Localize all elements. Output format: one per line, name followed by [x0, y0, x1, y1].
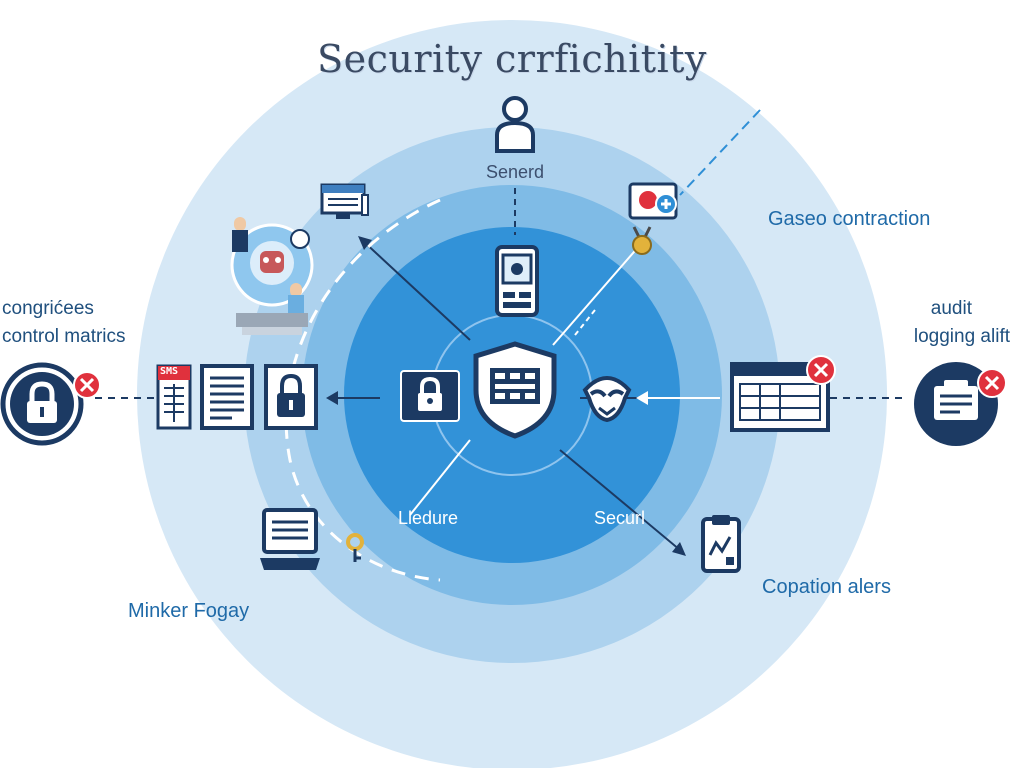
server-icon: [156, 364, 192, 430]
padlock-icon[interactable]: [398, 368, 462, 424]
top-node-label: Senerd: [485, 162, 545, 182]
arrow-head-right: [636, 391, 648, 405]
robot-icon[interactable]: [222, 215, 322, 340]
right-label-top: audit: [930, 298, 972, 319]
left-label-bottom: control matrics: [2, 326, 126, 347]
arrow-head-left: [326, 391, 338, 405]
monitor-card-icon[interactable]: [320, 183, 370, 223]
phone-icon[interactable]: [494, 244, 540, 318]
sms-tag: SMS: [160, 366, 179, 377]
inner-right-label: Securl: [594, 508, 646, 528]
shield-icon[interactable]: [470, 340, 560, 440]
mask-icon[interactable]: [579, 368, 635, 424]
lock-badge-icon[interactable]: [0, 362, 90, 446]
arrow-head-lower-right: [672, 542, 686, 556]
laptop-icon[interactable]: [258, 508, 322, 574]
bottom-right-label: Copation alers: [762, 576, 891, 598]
right-label-bottom: logging alift: [913, 326, 1010, 347]
bottom-left-label: Minker Fogay: [128, 600, 250, 622]
error-badge-icon: [806, 355, 836, 385]
medal-icon: [632, 226, 652, 255]
left-label-top: congrićees: [2, 298, 94, 319]
diagram-title: Security crrfichitity: [317, 37, 707, 81]
person-icon: [495, 96, 535, 153]
sms-server-icon[interactable]: SMS: [156, 364, 192, 430]
arrow-head-upper-left: [358, 236, 372, 250]
key-icon: [346, 533, 364, 562]
medical-card-icon[interactable]: [628, 182, 688, 224]
top-right-label: Gaseo contraction: [768, 208, 931, 230]
dashed-arc: [284, 198, 441, 582]
clipboard-icon[interactable]: [700, 513, 742, 573]
error-badge-icon: [73, 371, 101, 399]
browser-window-icon[interactable]: [730, 362, 830, 432]
inner-left-label: Lledure: [398, 508, 459, 528]
padlock-panel-icon[interactable]: [264, 364, 318, 430]
document-icon[interactable]: [200, 364, 254, 430]
error-badge-icon: [977, 368, 1007, 398]
